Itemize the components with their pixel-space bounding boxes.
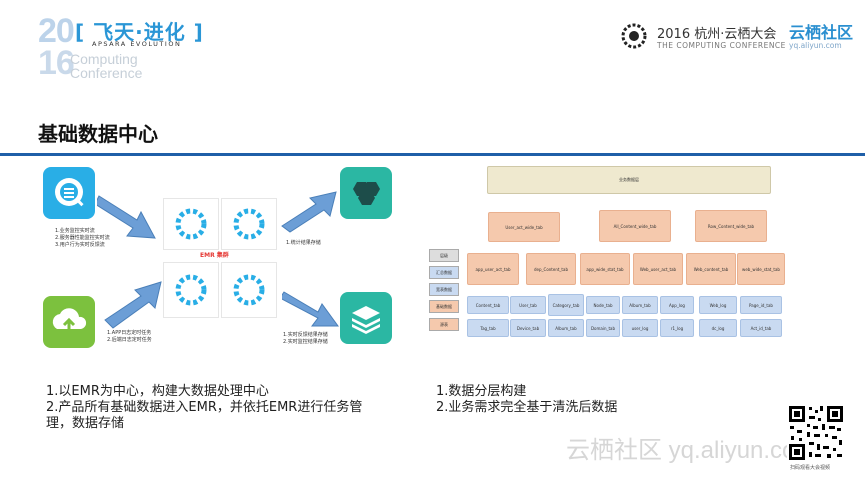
layer-box: All_Content_wide_tab — [599, 210, 671, 242]
arrow-down-right-icon — [279, 284, 342, 330]
layer-box: Domain_tab — [586, 319, 620, 337]
side-label: 源表 — [429, 318, 459, 331]
layer-box: Act_id_tab — [740, 319, 782, 337]
yq-url: yq.aliyun.com — [789, 41, 842, 50]
layer-box: Web_user_act_tab — [633, 253, 683, 285]
emr-node — [221, 262, 277, 318]
bullet-item: 1.数据分层构建 — [436, 384, 527, 399]
side-label: 宽表数据 — [429, 283, 459, 296]
layer-box: Web_log — [699, 296, 737, 314]
bullet-item: 1.以EMR为中心，构建大数据处理中心 — [46, 384, 269, 399]
layer-box: User_tab — [510, 296, 546, 314]
left-bullets: 1.以EMR为中心，构建大数据处理中心 2.产品所有基础数据进入EMR，并依托E… — [46, 384, 416, 432]
emr-node — [221, 198, 277, 250]
search-app-icon — [43, 167, 95, 219]
layer-box: Device_tab — [510, 319, 546, 337]
top-input-text: 1.业务监控实时流 2.服务器性能监控实时流 3.用户行为实时反馈流 — [55, 228, 110, 248]
bottom-input-text: 1.APP日志定时任务 2.后端日志定时任务 — [107, 330, 152, 343]
logo-year-bottom: 16 — [38, 44, 75, 82]
database-stack-icon — [340, 292, 392, 344]
emr-label: EMR 集群 — [200, 252, 229, 259]
layer-box: dc_log — [699, 319, 737, 337]
emr-cluster: EMR 集群 — [163, 198, 277, 320]
layer-box: Node_tab — [586, 296, 620, 314]
yq-brand: 云栖社区 — [789, 23, 854, 42]
side-label: 汇总数据 — [429, 266, 459, 279]
layer-box: App_log — [660, 296, 694, 314]
layer-box: Album_tab — [622, 296, 658, 314]
top-output-text: 1.统计结果存储 — [286, 240, 321, 246]
cloud-upload-icon — [43, 296, 95, 348]
arrow-up-right-icon — [280, 188, 340, 236]
side-label: 层级 — [429, 249, 459, 262]
conference-logo-icon — [620, 22, 648, 50]
layer-box: Page_id_tab — [740, 296, 782, 314]
watermark: 云栖社区 yq.aliyun.com — [566, 437, 816, 464]
slogan: [ 飞天·进化 ] — [75, 20, 204, 44]
arrow-right-down-icon — [94, 182, 159, 244]
top-layer-box: 业务数据层 — [487, 166, 771, 194]
layer-box: dep_Content_tab — [526, 253, 576, 285]
title-divider — [0, 153, 865, 156]
layer-box: Tag_tab — [467, 319, 509, 337]
layer-box: Web_content_tab — [686, 253, 736, 285]
layer-box: app_user_act_tab — [467, 253, 519, 285]
layer-box: web_wide_stat_tab — [737, 253, 785, 285]
emr-node — [163, 262, 219, 318]
layer-box: app_wide_stat_tab — [580, 253, 630, 285]
page-title: 基础数据中心 — [38, 122, 158, 146]
emr-node — [163, 198, 219, 250]
bullet-item: 2.业务需求完全基于清洗后数据 — [436, 400, 618, 415]
layer-box: user_log — [622, 319, 658, 337]
conference-title: 2016 杭州·云栖大会 — [657, 27, 777, 42]
apsara-text: APSARA EVOLUTION — [92, 40, 182, 48]
computing-text: Computing Conference — [70, 51, 143, 81]
bottom-output-text: 1.实时反馈结果存储 2.实时监控结果存储 — [283, 332, 328, 345]
layer-box: Row_Content_wide_tab — [695, 210, 767, 242]
logo-year-top: 20 — [38, 12, 75, 50]
arrow-right-up-icon — [103, 278, 165, 332]
conference-subtitle: THE COMPUTING CONFERENCE — [657, 41, 786, 50]
layer-box: r1_log — [660, 319, 694, 337]
qr-caption: 扫码观看大会视频 — [790, 465, 831, 471]
layer-box: Category_tab — [548, 294, 584, 316]
layer-box: User_act_wide_tab — [488, 212, 560, 242]
analytics-icon — [340, 167, 392, 219]
qr-code — [787, 404, 845, 462]
bullet-item: 2.产品所有基础数据进入EMR，并依托EMR进行任务管 — [46, 400, 363, 415]
layer-box: Content_tab — [467, 296, 509, 314]
right-bullets: 1.数据分层构建 2.业务需求完全基于清洗后数据 — [436, 384, 736, 416]
bullet-item: 理，数据存储 — [46, 416, 125, 431]
layer-box: Album_tab — [548, 319, 584, 337]
side-label: 基础数据 — [429, 300, 459, 313]
